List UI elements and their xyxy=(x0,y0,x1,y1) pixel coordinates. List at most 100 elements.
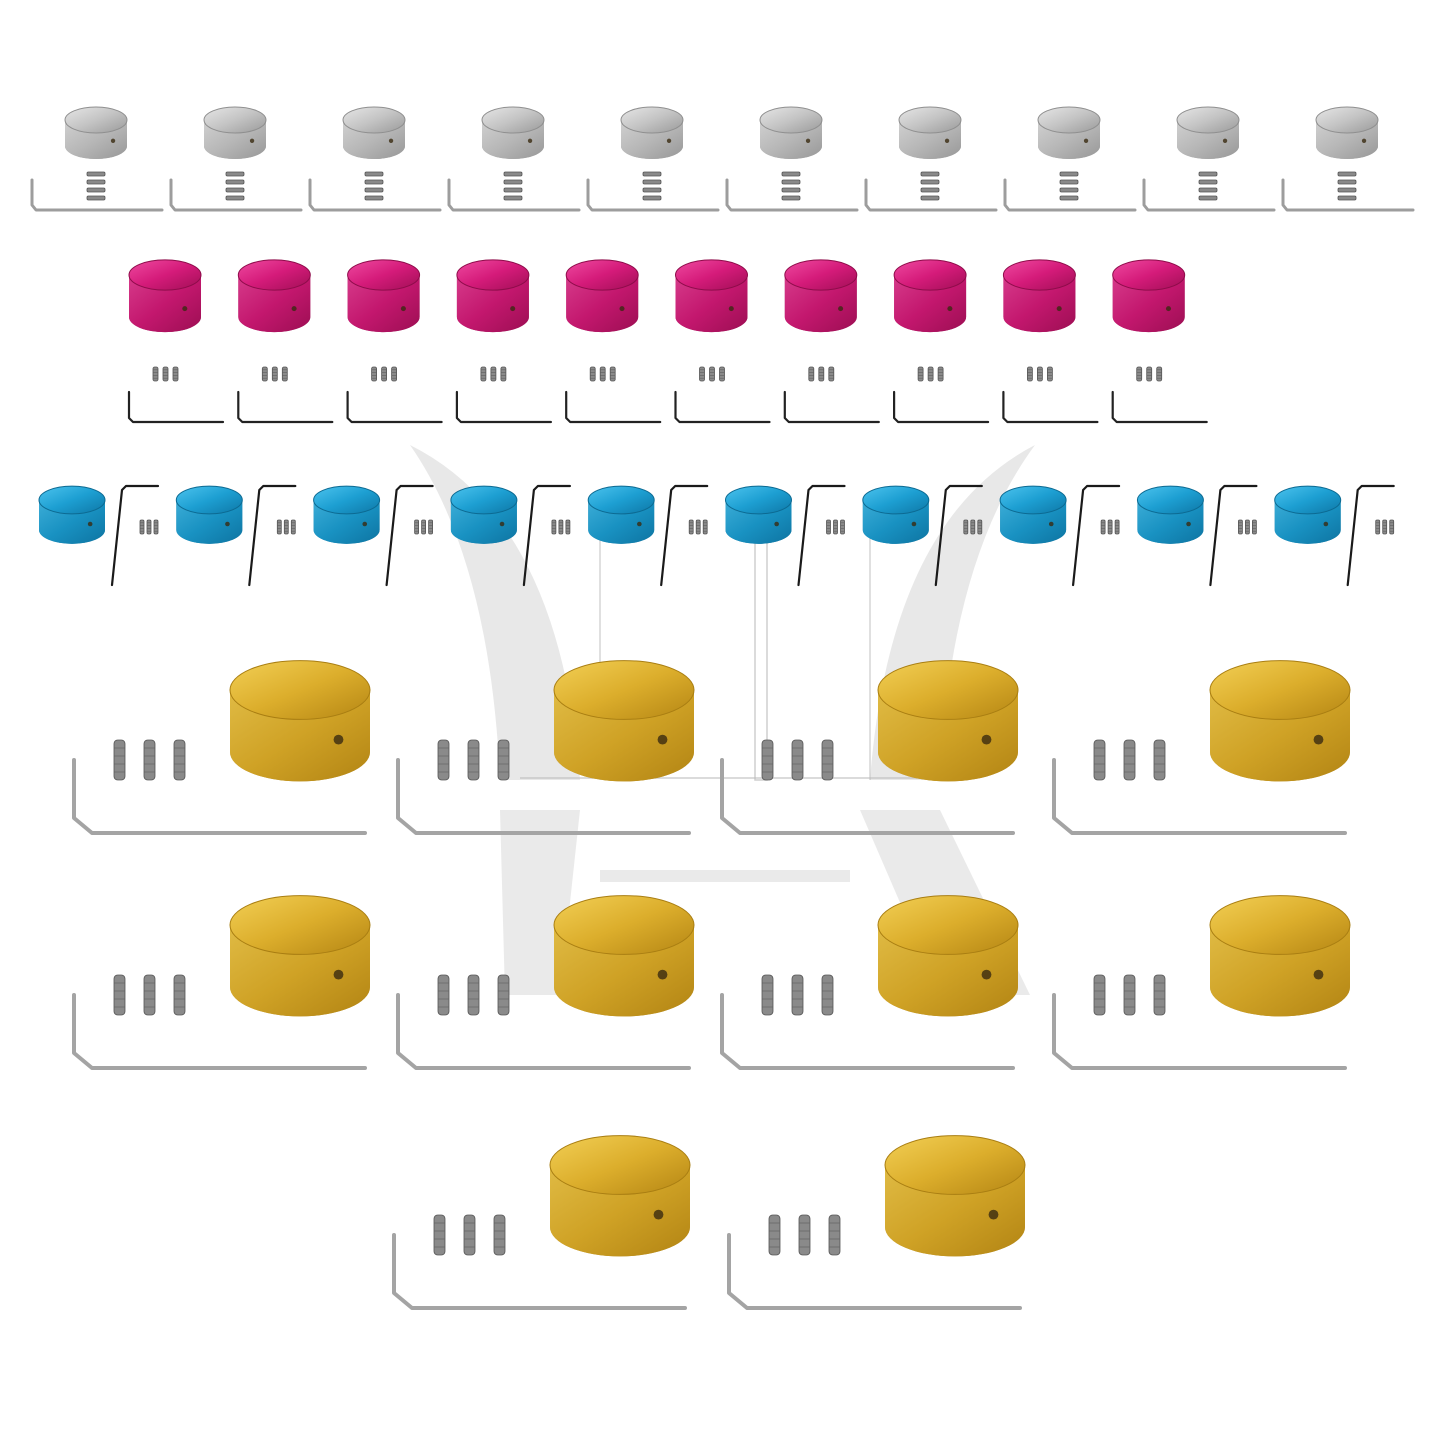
allen-key xyxy=(1209,484,1258,587)
silver-cap-set xyxy=(1003,106,1137,212)
knob-cap xyxy=(1176,106,1240,160)
allen-key xyxy=(660,484,709,587)
knob-cap xyxy=(229,895,371,1017)
watermark-stroke xyxy=(754,509,768,781)
knob-cap xyxy=(893,259,967,333)
knob-cap xyxy=(1002,259,1076,333)
knob-cap xyxy=(128,259,202,333)
allen-key xyxy=(1052,993,1347,1070)
set-screws xyxy=(920,171,940,201)
allen-key xyxy=(385,484,434,587)
allen-key xyxy=(237,390,334,424)
silver-cap-set xyxy=(447,106,581,212)
knob-cap xyxy=(784,259,858,333)
set-screws xyxy=(225,171,245,201)
magenta-cap-set xyxy=(892,259,990,424)
knob-cap xyxy=(587,485,655,544)
set-screws xyxy=(261,366,288,382)
allen-key xyxy=(1111,390,1208,424)
knob-cap xyxy=(450,485,518,544)
set-screws xyxy=(808,366,835,382)
knob-cap xyxy=(898,106,962,160)
allen-key xyxy=(346,390,443,424)
knob-cap xyxy=(725,485,792,544)
set-screws xyxy=(503,171,523,201)
set-screws xyxy=(781,171,801,201)
blue-cap-set xyxy=(999,484,1121,587)
blue-caps-row xyxy=(38,484,1395,587)
gold-cap-set xyxy=(720,895,1019,1070)
knob-cap xyxy=(675,259,748,333)
silver-cap-set xyxy=(864,106,998,212)
magenta-caps-row xyxy=(127,259,1208,424)
knob-cap xyxy=(877,660,1019,782)
blue-cap-set xyxy=(175,484,297,587)
allen-key xyxy=(674,390,771,424)
set-screws xyxy=(437,974,510,1016)
set-screws xyxy=(1100,519,1120,535)
set-screws xyxy=(480,366,507,382)
knob-cap xyxy=(999,485,1067,544)
set-screws xyxy=(414,519,434,535)
knob-cap xyxy=(1315,106,1379,160)
gold-cap-set xyxy=(396,660,695,835)
gold-caps-grid xyxy=(72,660,1351,1310)
gold-cap-set xyxy=(72,660,371,835)
set-screws xyxy=(276,519,296,535)
blue-cap-set xyxy=(1136,484,1258,587)
silver-cap-set xyxy=(586,106,720,212)
knob-cap xyxy=(64,106,128,160)
set-screws xyxy=(1136,366,1163,382)
knob-cap xyxy=(1274,485,1342,544)
silver-cap-set xyxy=(725,106,859,212)
magenta-cap-set xyxy=(1111,259,1208,424)
gold-cap-set xyxy=(392,1135,691,1310)
gold-cap-set xyxy=(1052,895,1351,1070)
blue-cap-set xyxy=(862,484,983,587)
allen-key xyxy=(392,1233,687,1310)
knob-cap xyxy=(313,485,381,544)
set-screws xyxy=(761,974,834,1016)
set-screws xyxy=(1198,171,1218,201)
allen-key xyxy=(1071,484,1121,587)
blue-cap-set xyxy=(450,484,572,587)
knob-cap xyxy=(877,895,1019,1017)
set-screws xyxy=(963,519,983,535)
allen-key xyxy=(783,390,880,424)
allen-key xyxy=(127,390,225,424)
set-screws xyxy=(589,366,616,382)
silver-cap-set xyxy=(1142,106,1276,212)
knob-cap xyxy=(565,259,639,333)
allen-key xyxy=(248,484,297,587)
gold-cap-set xyxy=(720,660,1019,835)
set-screws xyxy=(86,171,106,201)
blue-cap-set xyxy=(725,484,846,587)
magenta-cap-set xyxy=(1002,259,1099,424)
gold-cap-set xyxy=(396,895,695,1070)
knob-cap xyxy=(1209,660,1351,782)
magenta-cap-set xyxy=(783,259,880,424)
knob-cap xyxy=(481,106,545,160)
knob-cap xyxy=(229,660,371,782)
magenta-cap-set xyxy=(237,259,334,424)
knob-cap xyxy=(549,1135,691,1257)
knob-cap xyxy=(1112,259,1186,333)
silver-cap-set xyxy=(308,106,442,212)
allen-key xyxy=(1281,178,1415,212)
allen-key xyxy=(455,390,553,424)
knob-cap xyxy=(347,259,421,333)
set-screws xyxy=(371,366,398,382)
silver-cap-set xyxy=(169,106,303,212)
allen-key xyxy=(797,484,846,587)
magenta-cap-set xyxy=(455,259,553,424)
allen-key xyxy=(308,178,442,212)
allen-key xyxy=(396,758,691,835)
knob-cap xyxy=(1209,895,1351,1017)
set-screws xyxy=(364,171,384,201)
blue-cap-set xyxy=(38,484,160,587)
knob-cap xyxy=(203,106,267,160)
set-screws xyxy=(152,366,179,382)
knob-cap xyxy=(759,106,823,160)
set-screws xyxy=(139,519,159,535)
knob-cap xyxy=(1136,485,1204,544)
